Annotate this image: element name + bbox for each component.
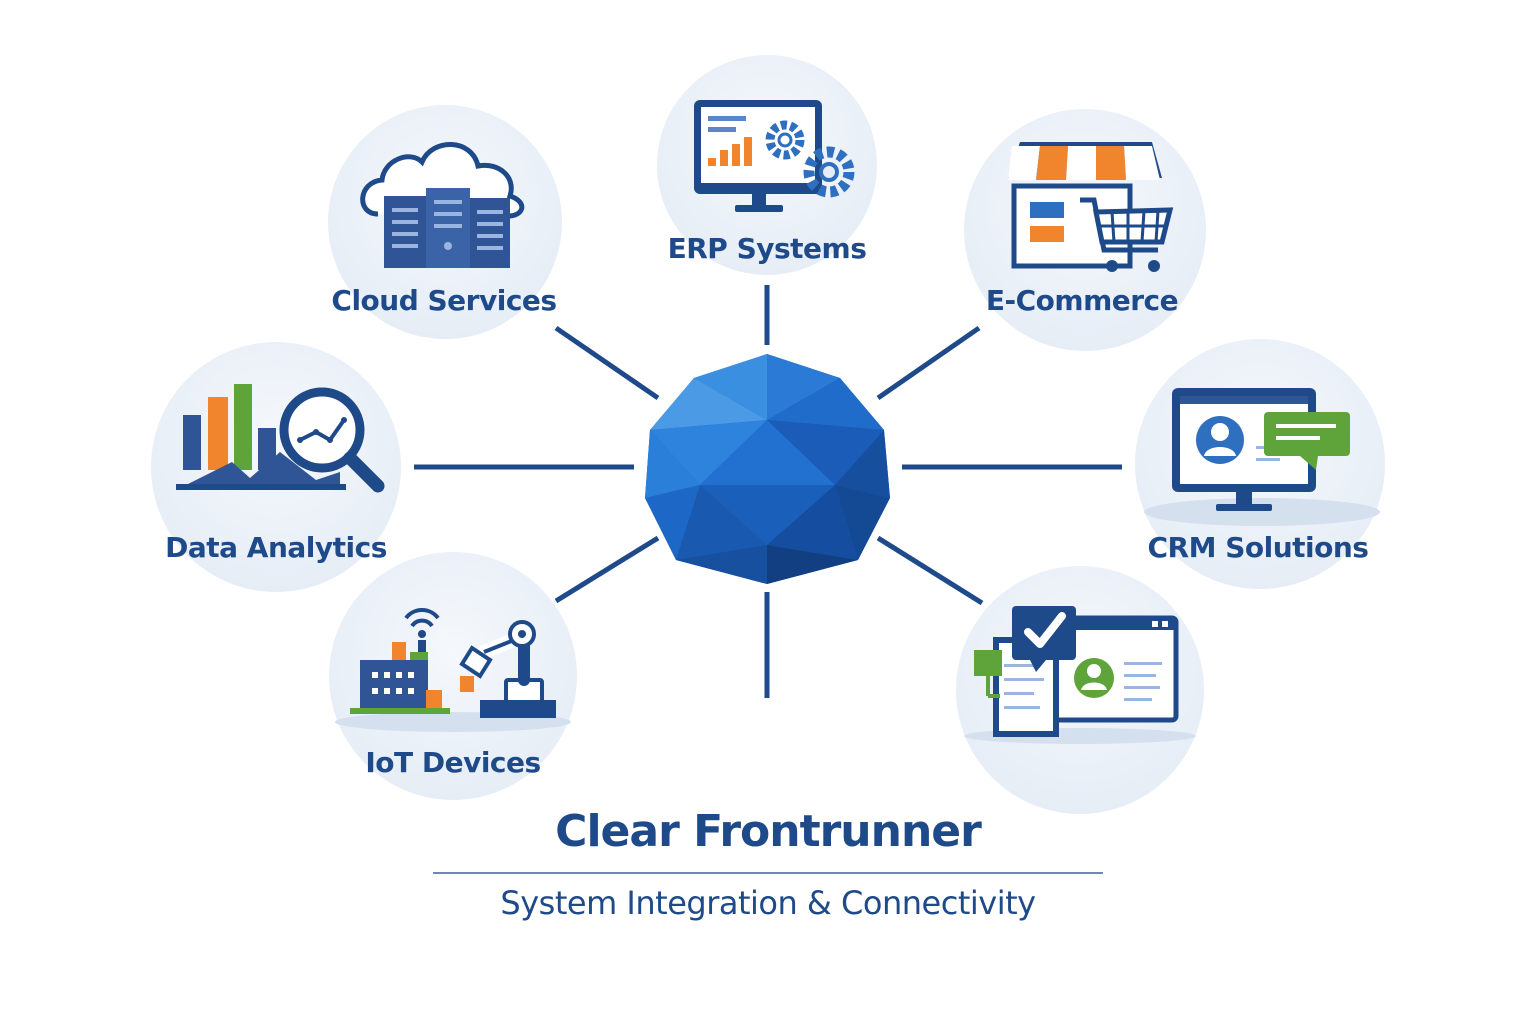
documents-checkmark-icon <box>964 606 1196 744</box>
page-subtitle: System Integration & Connectivity <box>500 884 1036 922</box>
polyhedron-sphere-icon <box>645 354 890 584</box>
storefront-cart-icon <box>1008 142 1174 272</box>
cloud-servers-icon <box>360 142 525 268</box>
connector-lines <box>414 285 1122 698</box>
node-label-cloud: Cloud Services <box>331 284 557 317</box>
node-label-ecommerce: E-Commerce <box>985 284 1179 317</box>
node-label-erp: ERP Systems <box>667 232 867 265</box>
factory-robot-arm-icon <box>335 608 571 732</box>
connector-iot <box>554 535 660 604</box>
node-label-iot: IoT Devices <box>365 746 541 779</box>
monitor-user-chat-icon <box>1144 388 1380 526</box>
monitor-gears-icon <box>694 100 855 212</box>
connector-workflow <box>876 535 984 606</box>
connector-cloud <box>554 325 660 401</box>
title-divider <box>433 872 1103 874</box>
bar-chart-magnifier-icon <box>176 384 385 493</box>
node-label-analytics: Data Analytics <box>165 531 387 564</box>
page-title: Clear Frontrunner <box>555 806 982 857</box>
node-circle-iot <box>329 552 577 800</box>
node-label-crm: CRM Solutions <box>1147 531 1369 564</box>
connector-ecommerce <box>876 325 981 401</box>
